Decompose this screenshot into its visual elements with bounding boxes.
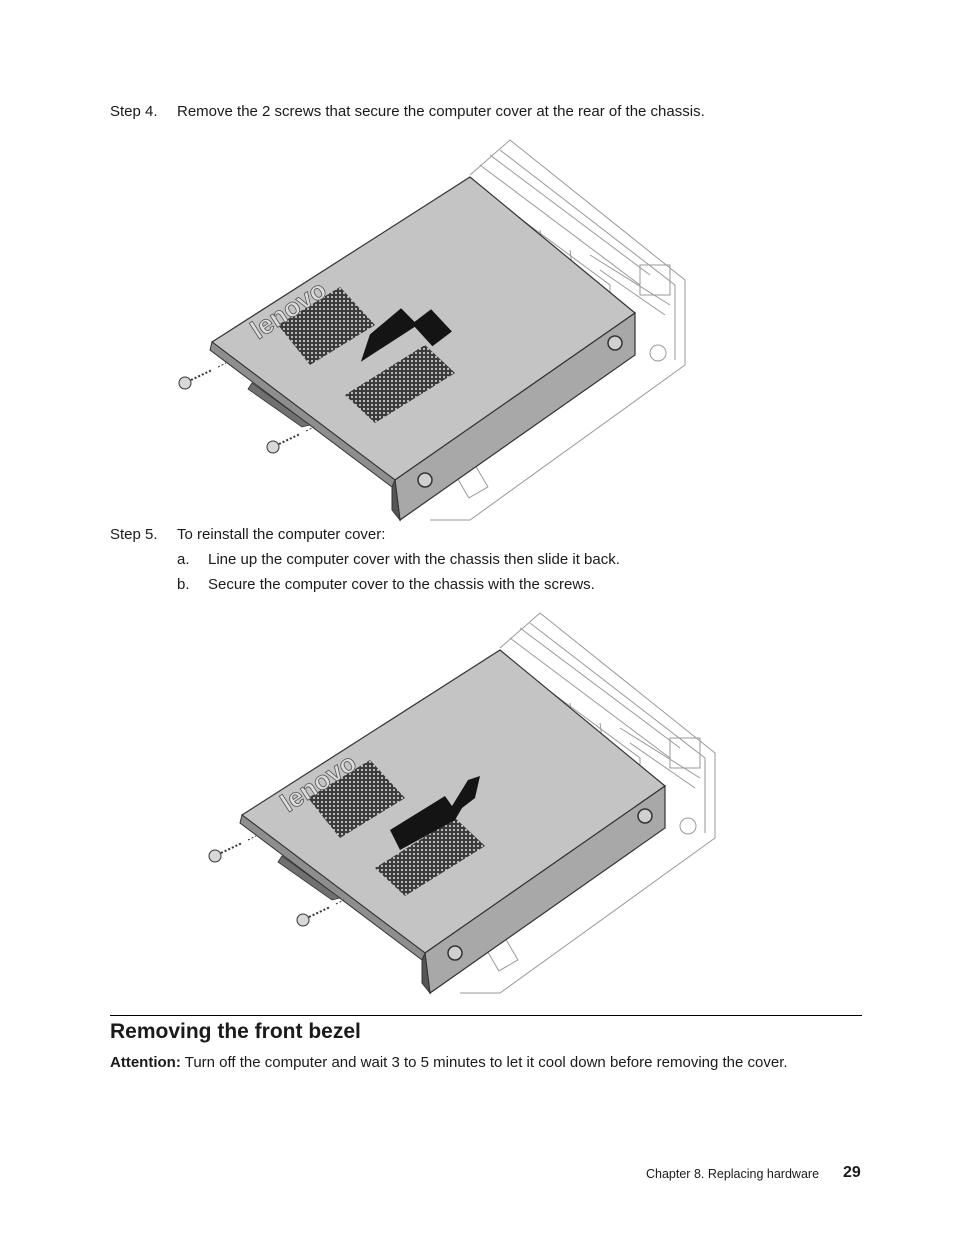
screw-icon: [178, 362, 227, 390]
screw-icon: [266, 426, 315, 454]
section-divider: [110, 1015, 862, 1016]
step-4-label: Step 4.: [110, 103, 158, 120]
step-5-text: To reinstall the computer cover:: [177, 526, 386, 543]
substep-a-label: a.: [177, 551, 190, 568]
attention-note: Attention: Turn off the computer and wai…: [110, 1054, 788, 1072]
attention-label: Attention:: [110, 1054, 181, 1071]
page-number: 29: [843, 1164, 861, 1181]
figure-reinstall-cover: lenovo: [208, 612, 716, 995]
substep-a-text: Line up the computer cover with the chas…: [208, 551, 620, 568]
substep-b-label: b.: [177, 576, 190, 593]
step-4-text: Remove the 2 screws that secure the comp…: [177, 103, 705, 120]
footer-chapter: Chapter 8. Replacing hardware: [646, 1167, 820, 1181]
computer-cover: lenovo: [239, 649, 666, 995]
substep-b-text: Secure the computer cover to the chassis…: [208, 576, 595, 593]
screw-icon: [296, 899, 345, 927]
computer-cover: lenovo: [209, 176, 636, 522]
section-heading: Removing the front bezel: [110, 1020, 361, 1043]
step-5-label: Step 5.: [110, 526, 158, 543]
screw-icon: [208, 835, 257, 863]
attention-text: Turn off the computer and wait 3 to 5 mi…: [180, 1054, 788, 1071]
figure-remove-cover: lenovo: [178, 139, 686, 522]
